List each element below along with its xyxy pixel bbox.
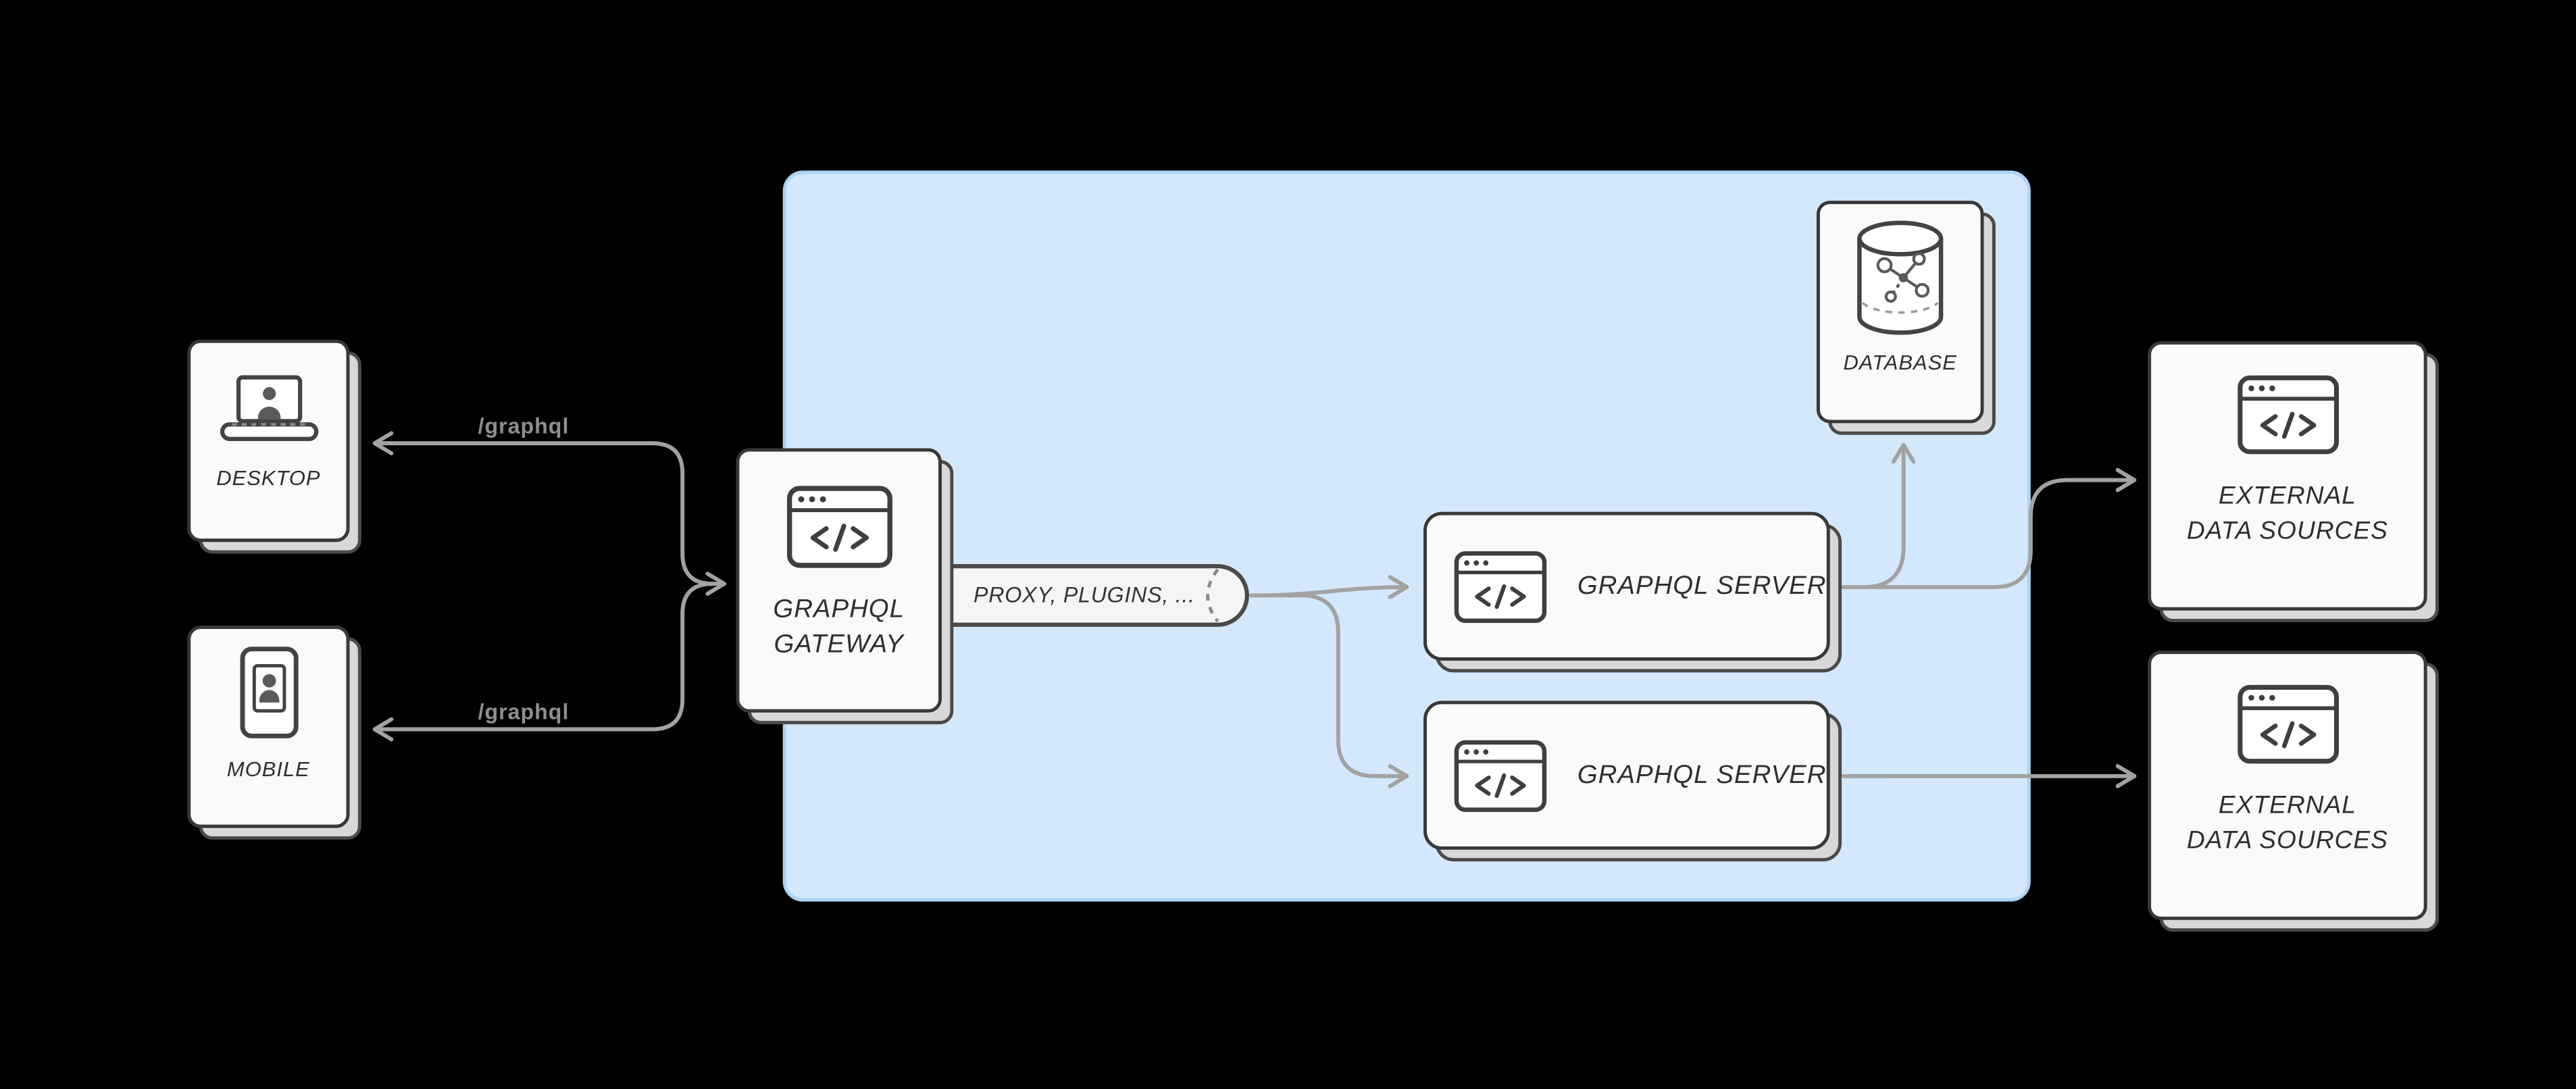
mobile-label: MOBILE — [226, 757, 310, 782]
external-top-label-line1: EXTERNAL — [2218, 482, 2356, 511]
external-top-card: EXTERNAL DATA SOURCES — [2148, 341, 2427, 611]
graphql-server-top-node: GRAPHQL SERVER — [1423, 511, 1842, 673]
arrowhead-into-server-bottom — [1388, 764, 1409, 788]
gateway-label-line2: GATEWAY — [774, 630, 904, 659]
desktop-label: DESKTOP — [216, 466, 321, 490]
user-silhouette-icon — [257, 406, 280, 420]
server-top-card: GRAPHQL SERVER — [1423, 511, 1830, 661]
external-data-sources-bottom-node: EXTERNAL DATA SOURCES — [2148, 651, 2439, 932]
code-window-icon — [1454, 550, 1547, 622]
database-label: DATABASE — [1843, 351, 1957, 375]
gateway-label-line1: GRAPHQL — [773, 595, 905, 624]
arrowhead-into-gateway — [705, 572, 727, 596]
server-bottom-card: GRAPHQL SERVER — [1423, 701, 1830, 850]
arrow-gateway-to-mobile — [376, 582, 715, 732]
code-window-icon — [2237, 375, 2338, 455]
arrowhead-into-mobile — [372, 717, 394, 742]
code-window-icon — [786, 486, 892, 568]
database-card: DATABASE — [1816, 201, 1984, 424]
proxy-pipe — [932, 564, 1249, 627]
graphql-server-bottom-node: GRAPHQL SERVER — [1423, 701, 1842, 862]
pipe-cap-dashed-line — [1206, 568, 1219, 623]
arrow-gateway-to-desktop — [376, 441, 727, 586]
arrow-server-to-external-top — [1841, 478, 2133, 590]
arrowhead-into-external-top — [2115, 467, 2137, 492]
arrowhead-into-server-top — [1388, 575, 1409, 599]
database-node: DATABASE — [1816, 201, 1996, 435]
desktop-card: DESKTOP — [187, 339, 350, 542]
edge-label-desktop: /graphql — [478, 413, 570, 438]
mobile-card: MOBILE — [187, 626, 350, 828]
arrowhead-into-external-bottom — [2115, 764, 2137, 788]
arrow-server-to-database — [1841, 446, 1906, 590]
user-silhouette-icon — [258, 690, 279, 703]
external-bottom-label-line2: DATA SOURCES — [2186, 826, 2388, 855]
external-top-label-line2: DATA SOURCES — [2186, 517, 2388, 546]
edge-label-mobile: /graphql — [478, 699, 570, 725]
mobile-client-node: MOBILE — [187, 626, 361, 840]
database-icon — [1857, 220, 1944, 335]
arrow-pipe-to-server-bottom — [1249, 593, 1409, 778]
server-top-label: GRAPHQL SERVER — [1577, 572, 1827, 601]
arrowhead-into-desktop — [372, 431, 394, 455]
external-data-sources-top-node: EXTERNAL DATA SOURCES — [2148, 341, 2439, 623]
gateway-card: GRAPHQL GATEWAY — [736, 448, 942, 713]
smartphone-icon — [239, 647, 298, 738]
external-bottom-card: EXTERNAL DATA SOURCES — [2148, 651, 2427, 920]
external-bottom-label-line1: EXTERNAL — [2218, 791, 2356, 820]
graphql-gateway-node: GRAPHQL GATEWAY — [736, 448, 954, 725]
desktop-client-node: DESKTOP — [187, 339, 361, 554]
laptop-icon — [219, 375, 318, 441]
graph-molecule-icon — [1876, 252, 1930, 303]
arrowhead-into-database — [1891, 442, 1916, 464]
proxy-pipe-label: PROXY, PLUGINS, ... — [974, 582, 1195, 607]
server-bottom-label: GRAPHQL SERVER — [1577, 761, 1827, 790]
code-window-icon — [1454, 739, 1547, 811]
code-window-icon — [2237, 684, 2338, 764]
